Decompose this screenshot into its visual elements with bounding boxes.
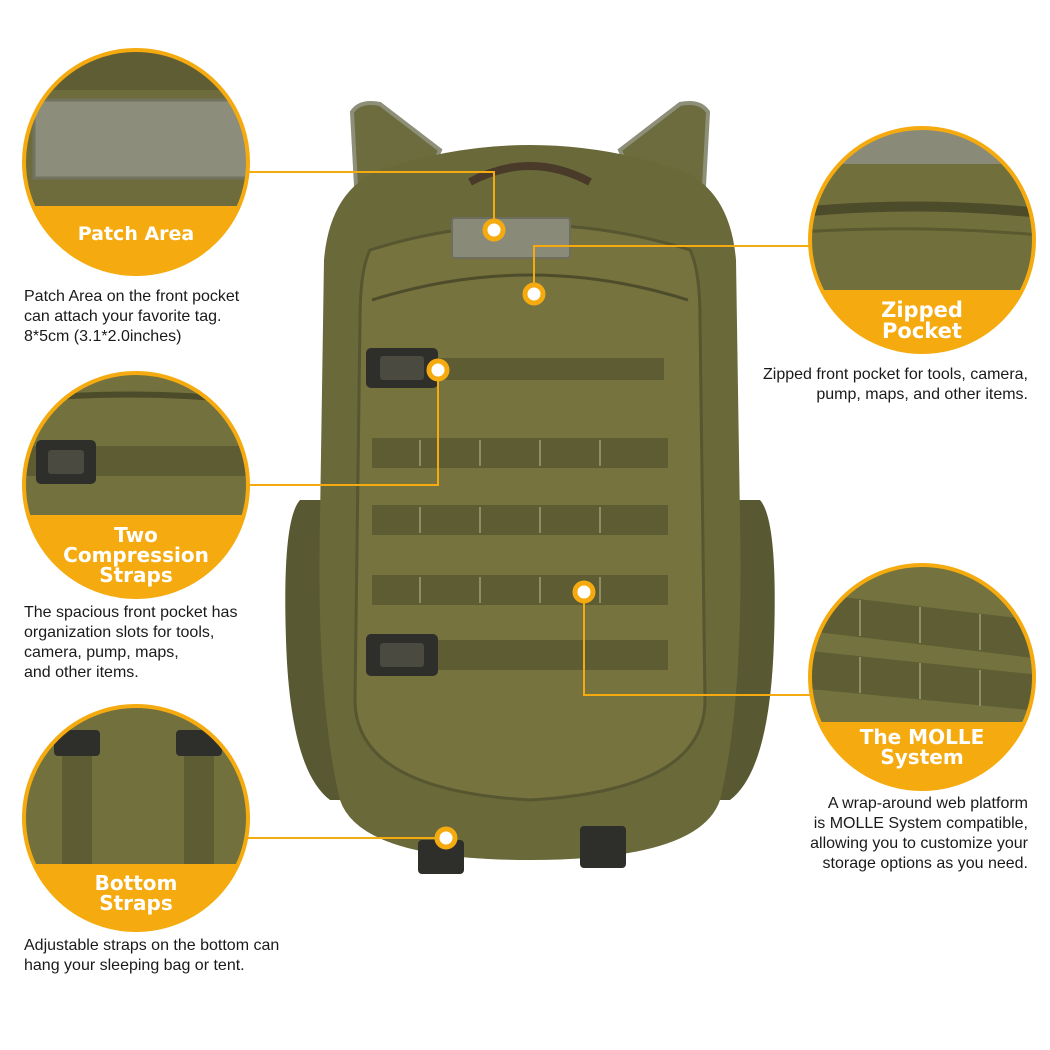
backpack-image <box>285 101 775 874</box>
molle-system-description: A wrap-around web platform is MOLLE Syst… <box>810 794 1028 874</box>
compression-straps-label: Two Compression Straps <box>36 525 236 585</box>
compression-straps-label-line: Straps <box>99 563 173 587</box>
description-line: organization slots for tools, <box>24 624 215 641</box>
description-line: is MOLLE System compatible, <box>813 815 1028 832</box>
description-line: allowing you to customize your <box>810 835 1028 852</box>
zipped-pocket-description: Zipped front pocket for tools, camera, p… <box>763 365 1028 405</box>
compression-straps-label-line: Two <box>114 523 158 547</box>
description-line: pump, maps, and other items. <box>816 386 1028 403</box>
description-line: Patch Area on the front pocket <box>24 288 240 305</box>
molle-system-label: The MOLLE System <box>822 727 1022 767</box>
description-line: hang your sleeping bag or tent. <box>24 957 245 974</box>
patch-area-circle <box>22 48 250 276</box>
connector-lines <box>248 171 812 839</box>
bottom-straps-label: Bottom Straps <box>36 873 236 913</box>
bottom-straps-circle <box>22 704 250 932</box>
bottom-straps-description: Adjustable straps on the bottom can hang… <box>24 936 279 976</box>
molle-system-label-line: The MOLLE <box>859 725 985 749</box>
callout-dot-icon <box>426 218 596 850</box>
description-line: Adjustable straps on the bottom can <box>24 937 280 954</box>
compression-straps-description: The spacious front pocket has organizati… <box>24 603 237 683</box>
description-line: The spacious front pocket has <box>24 604 238 621</box>
zipped-pocket-label-line: Zipped <box>881 298 963 322</box>
description-line: can attach your favorite tag. <box>24 308 222 325</box>
description-line: and other items. <box>24 664 139 681</box>
bottom-straps-label-line: Bottom <box>94 871 178 895</box>
description-line: storage options as you need. <box>822 855 1028 872</box>
bottom-straps-label-line: Straps <box>99 891 173 915</box>
description-line: 8*5cm (3.1*2.0inches) <box>24 328 182 345</box>
compression-straps-label-line: Compression <box>63 543 209 567</box>
molle-system-label-line: System <box>880 745 964 769</box>
molle-system-circle <box>808 563 1036 791</box>
description-line: A wrap-around web platform <box>827 795 1028 812</box>
description-line: Zipped front pocket for tools, camera, <box>762 366 1028 383</box>
description-line: camera, pump, maps, <box>24 644 179 661</box>
patch-area-label: Patch Area <box>77 223 195 245</box>
zipped-pocket-label: Zipped Pocket <box>822 300 1022 342</box>
patch-area-description: Patch Area on the front pocket can attac… <box>24 287 239 347</box>
zipped-pocket-label-line: Pocket <box>882 319 962 343</box>
